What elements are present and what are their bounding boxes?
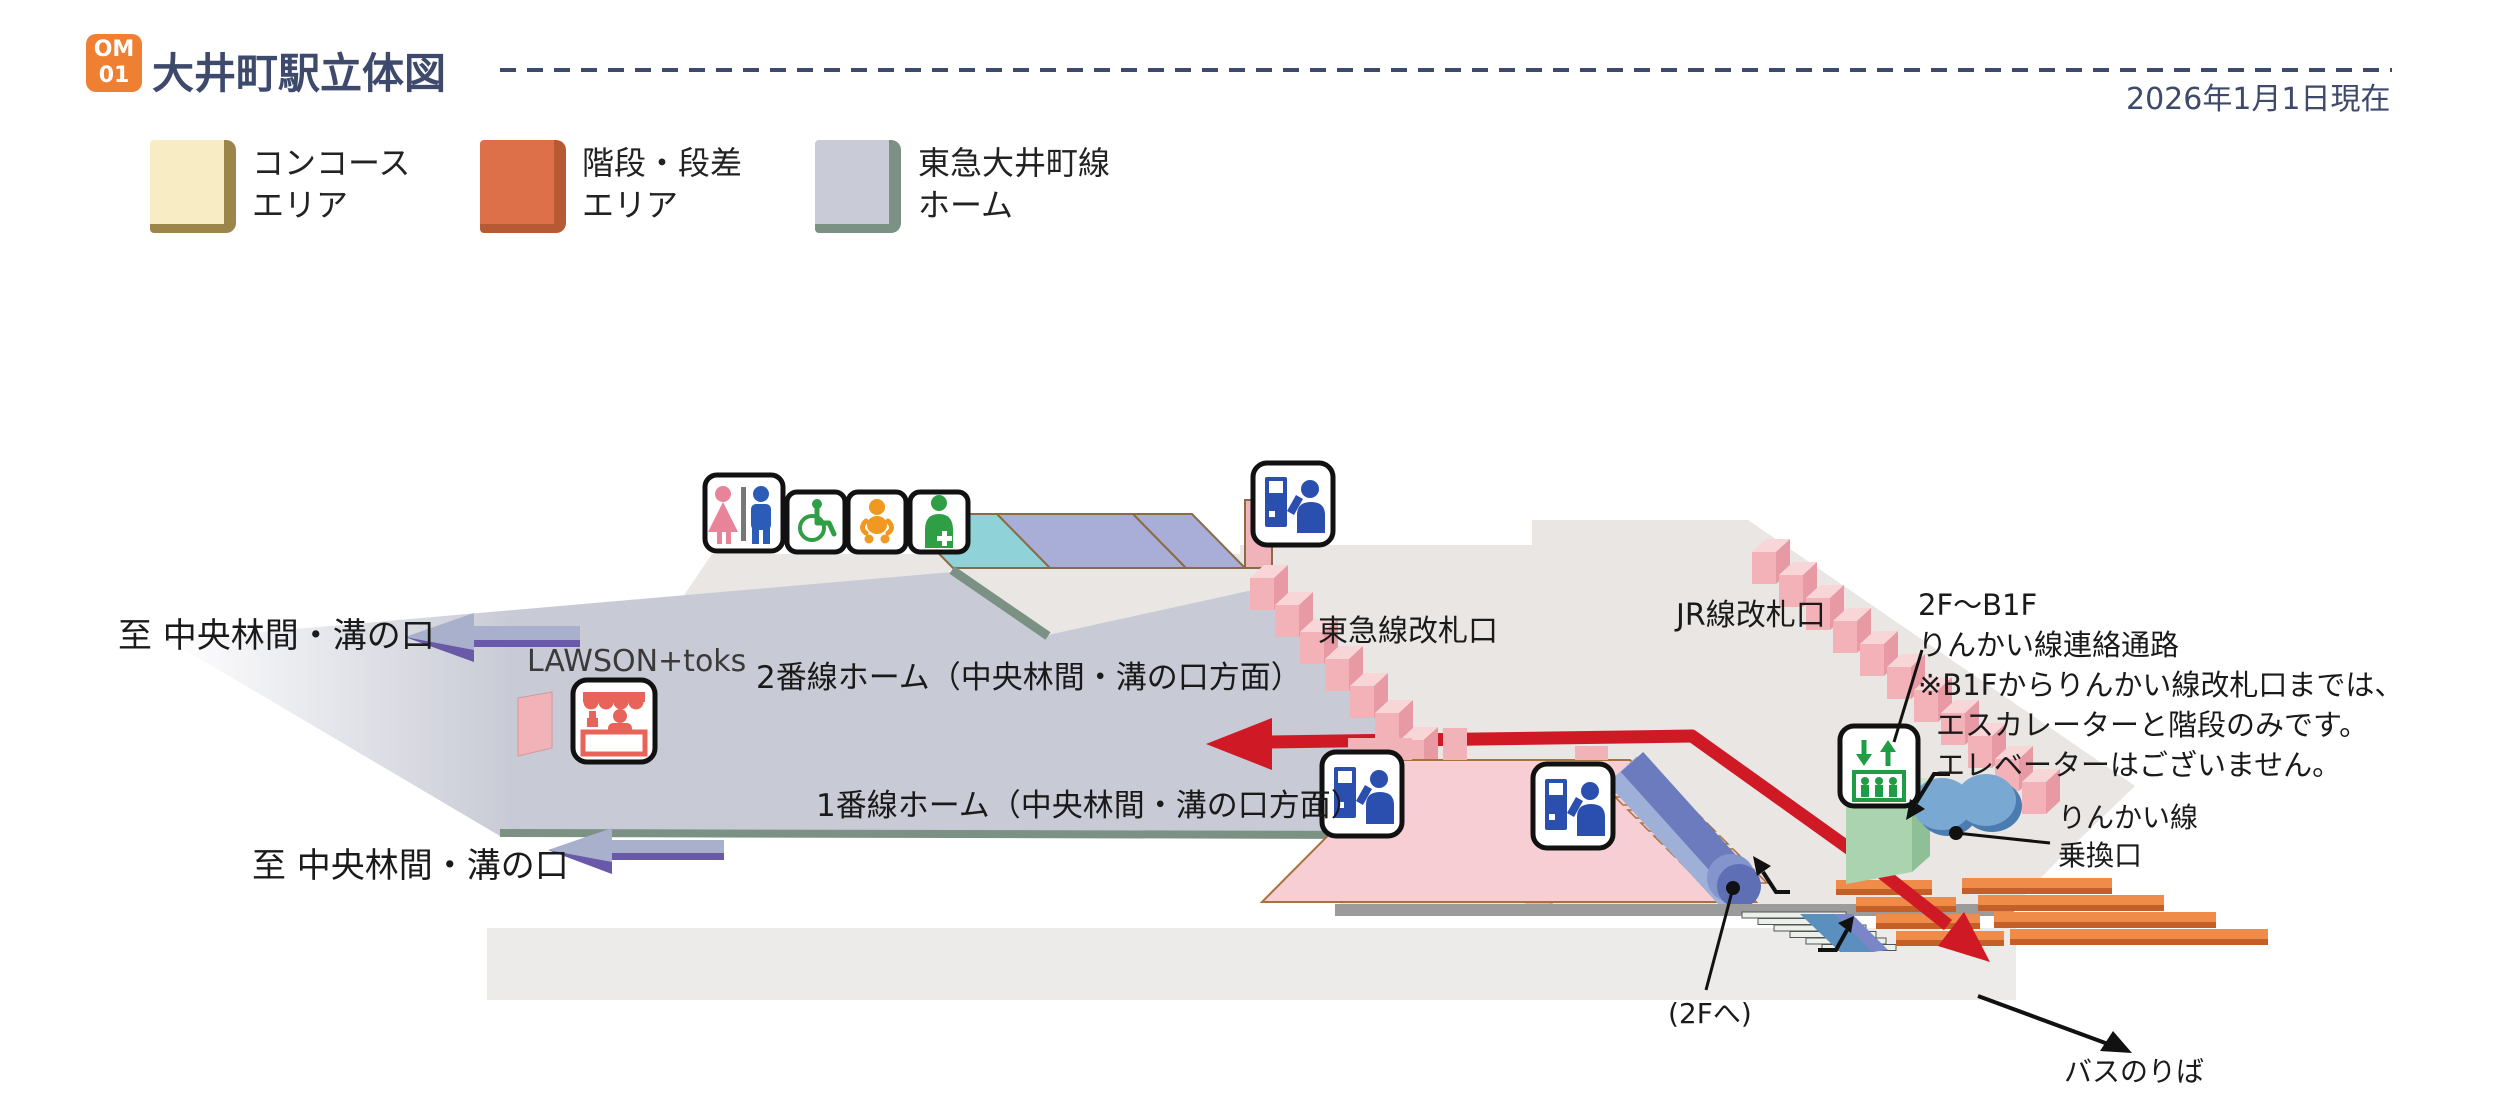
legend-text: ホーム bbox=[918, 186, 1014, 224]
kiosk-wall bbox=[517, 691, 553, 757]
legend-text: コンコース bbox=[252, 144, 411, 182]
floor-edge-trim bbox=[949, 566, 1051, 640]
platform1-label: 1番線ホーム（中央林間・溝の口方面） bbox=[816, 788, 1362, 824]
legend-swatch-stairs bbox=[480, 140, 566, 233]
badge-line: 01 bbox=[98, 63, 130, 88]
direction-arrow-lower bbox=[548, 828, 724, 874]
badge-line: OM bbox=[93, 37, 135, 62]
route-badge: OM 01 bbox=[86, 34, 142, 92]
street-level-floor bbox=[487, 928, 2016, 1000]
page-title: 大井町駅立体図 bbox=[152, 49, 447, 98]
to-2f-label: (2Fへ) bbox=[1668, 997, 1752, 1030]
rinkai-note-line: りんかい線連絡通路 bbox=[1918, 628, 2180, 662]
legend-text: エリア bbox=[582, 186, 679, 224]
elbow-arrow-up-right bbox=[1818, 929, 1849, 952]
legend-label-stairs: 階段・段差 エリア bbox=[582, 142, 742, 226]
as-of-date: 2026年1月1日現在 bbox=[2126, 82, 2391, 117]
tokyu-gate-label: 東急線改札口 bbox=[1318, 614, 1498, 649]
orange-stairs-right bbox=[1962, 878, 2268, 945]
legend-label-platform: 東急大井町線 ホーム bbox=[918, 142, 1110, 226]
ticket-machine-icon bbox=[1250, 460, 1336, 548]
destination-label-upper: 至 中央林間・溝の口 bbox=[118, 616, 435, 656]
platform-edge-trim bbox=[499, 829, 1396, 839]
rinkai-pointer-line bbox=[1955, 831, 2051, 845]
note-pointer-line bbox=[1892, 649, 1924, 743]
rinkai-note-line: ※B1Fからりんかい線改札口までは、 bbox=[1918, 668, 2404, 702]
restroom-icon bbox=[702, 472, 786, 554]
lawson-label: LAWSON+toks bbox=[527, 644, 747, 679]
elbow-arrow-up-left bbox=[1761, 870, 1790, 894]
legend-text: 階段・段差 bbox=[582, 144, 743, 182]
to2f-pointer-line bbox=[1704, 887, 1735, 991]
bus-arrowhead bbox=[2100, 1031, 2132, 1053]
destination-label-lower: 至 中央林間・溝の口 bbox=[252, 846, 569, 886]
direction-arrow-upper bbox=[405, 613, 580, 662]
ticket-machine-icon bbox=[1319, 749, 1405, 839]
wheelchair-accessible-icon bbox=[784, 489, 848, 555]
escalator bbox=[1607, 751, 1761, 908]
legend-swatch-platform bbox=[815, 140, 901, 233]
legend-text: エリア bbox=[252, 186, 349, 224]
platform2-label: 2番線ホーム（中央林間・溝の口方面） bbox=[756, 660, 1302, 696]
rinkai-transfer-label: りんかい線 bbox=[2058, 801, 2199, 834]
rinkai-note-line: 2F〜B1F bbox=[1918, 588, 2038, 622]
rinkai-transfer-label: 乗換口 bbox=[2058, 839, 2143, 872]
baby-care-icon bbox=[845, 489, 909, 555]
kiosk-icon bbox=[570, 677, 658, 765]
legend-label-concourse: コンコース エリア bbox=[252, 142, 410, 226]
elevator-icon bbox=[1837, 723, 1921, 809]
bus-arrow-line bbox=[1977, 994, 2109, 1046]
bus-stop-label: バスのりば bbox=[2064, 1055, 2205, 1088]
annotation-arrows bbox=[1704, 649, 2132, 1053]
rinkai-transfer-gates bbox=[1912, 774, 2022, 836]
legend-swatch-concourse bbox=[150, 140, 236, 233]
rinkai-note-line: エレベーターはございません。 bbox=[1936, 748, 2342, 782]
ticket-machine-icon bbox=[1530, 761, 1616, 851]
elbow-arrow-down bbox=[1914, 772, 1950, 805]
legend-text: 東急大井町線 bbox=[918, 144, 1111, 182]
first-aid-icon bbox=[907, 489, 971, 555]
jr-gate-label: JR線改札口 bbox=[1676, 598, 1826, 633]
rinkai-note-line: エスカレーターと階段のみです。 bbox=[1936, 708, 2369, 742]
